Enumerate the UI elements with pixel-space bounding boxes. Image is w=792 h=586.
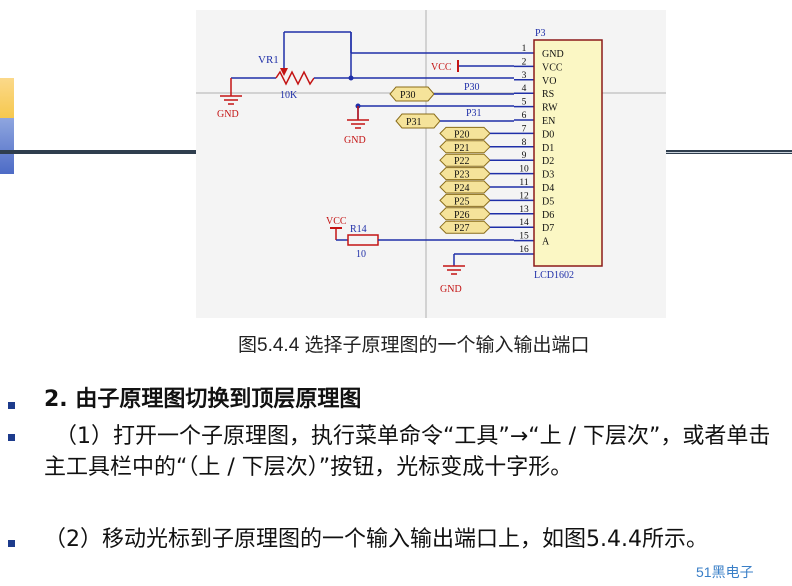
pin-name-d7: D7 <box>542 223 554 234</box>
pin-name-d0: D0 <box>542 129 554 140</box>
port-p24 <box>439 180 491 194</box>
net-p30-label: P30 <box>464 82 480 93</box>
site-watermark: 51黑电子 <box>696 564 754 580</box>
pin-name-d2: D2 <box>542 156 554 167</box>
net-p31-label: P31 <box>466 108 482 119</box>
vr1-value: 10K <box>280 90 298 101</box>
pin-name-en: EN <box>542 116 555 127</box>
vr1-label: VR1 <box>258 54 279 66</box>
port-p24-label: P24 <box>454 183 470 194</box>
pin-number-12: 12 <box>519 191 529 201</box>
pin-name-vcc: VCC <box>542 62 563 73</box>
port-p21-label: P21 <box>454 143 470 154</box>
paragraph-step-2: （2）移动光标到子原理图的一个输入输出端口上，如图5.4.4所示。 <box>44 527 708 552</box>
gnd-symbol-left <box>220 78 242 105</box>
pin-number-11: 11 <box>519 178 528 188</box>
gnd-label-left: GND <box>217 109 239 120</box>
pin-number-7: 7 <box>522 124 527 134</box>
port-p23-label: P23 <box>454 170 470 181</box>
port-p22 <box>439 153 491 167</box>
vcc-symbol-r14 <box>330 227 342 240</box>
bullet-2 <box>8 434 15 441</box>
gnd-symbol-bottom <box>443 265 465 275</box>
pin-number-14: 14 <box>519 218 529 228</box>
pin-name-rs: RS <box>542 89 554 100</box>
r14-label: R14 <box>350 224 367 235</box>
gnd-label-middle: GND <box>344 135 366 146</box>
pin-number-8: 8 <box>522 138 527 148</box>
port-p20-label: P20 <box>454 129 470 140</box>
gnd-label-bottom: GND <box>440 284 462 295</box>
port-p20 <box>439 126 491 140</box>
decor-bar-yellow <box>0 78 14 118</box>
port-p25 <box>439 193 491 207</box>
header-ref-label: P3 <box>535 28 546 39</box>
bullet-3 <box>8 540 15 547</box>
bullet-1 <box>8 402 15 409</box>
pin-name-a: A <box>542 237 550 248</box>
pin-name-d5: D5 <box>542 196 554 207</box>
pin-name-d1: D1 <box>542 143 554 154</box>
pin-number-3: 3 <box>522 71 527 81</box>
pin-number-6: 6 <box>522 111 527 121</box>
port-p26 <box>439 207 491 221</box>
pin-name-d6: D6 <box>542 210 554 221</box>
pin-number-16: 16 <box>519 245 529 255</box>
pin-number-1: 1 <box>522 44 527 54</box>
pin-name-gnd: GND <box>542 49 564 60</box>
port-p23 <box>439 167 491 181</box>
port-p22-label: P22 <box>454 156 470 167</box>
lcd1602-header-body <box>533 39 603 267</box>
port-p30-label: P30 <box>400 90 416 101</box>
port-p31 <box>395 113 441 129</box>
pin-name-vo: VO <box>542 76 556 87</box>
pin-number-15: 15 <box>519 232 529 242</box>
pin-number-4: 4 <box>522 84 527 94</box>
port-p31-label: P31 <box>406 117 422 128</box>
lcd-schematic-diagram: VR1 10K GND VCC GND P30 P30 P31 P31 P20P… <box>196 10 666 318</box>
pin-number-13: 13 <box>519 205 529 215</box>
header-part-label: LCD1602 <box>534 270 574 281</box>
decor-bar-blue <box>0 118 14 174</box>
pin-number-5: 5 <box>522 98 527 108</box>
vcc-symbol-pin2 <box>457 60 514 72</box>
vcc-label-r14: VCC <box>326 216 347 227</box>
pin-number-9: 9 <box>522 151 527 161</box>
port-p27 <box>439 220 491 234</box>
port-p25-label: P25 <box>454 196 470 207</box>
section-heading: 2. 由子原理图切换到顶层原理图 <box>44 387 362 412</box>
port-p27-label: P27 <box>454 223 470 234</box>
paragraph-step-1: （1）打开一个子原理图，执行菜单命令“工具”→“上 / 下层次”，或者单击主工具… <box>44 424 771 480</box>
gnd-symbol-middle <box>347 106 369 129</box>
pin-name-d3: D3 <box>542 170 554 181</box>
vr1-potentiometer <box>231 31 354 86</box>
figure-caption: 图5.4.4 选择子原理图的一个输入输出端口 <box>238 335 590 356</box>
vcc-label-pin2: VCC <box>431 62 452 73</box>
port-p26-label: P26 <box>454 210 470 221</box>
port-p21 <box>439 140 491 154</box>
pin-number-2: 2 <box>522 57 527 67</box>
port-p30 <box>389 86 435 102</box>
r14-value: 10 <box>356 249 366 260</box>
pin-name-rw: RW <box>542 103 558 114</box>
pin-number-10: 10 <box>519 165 529 175</box>
pin-name-d4: D4 <box>542 183 554 194</box>
